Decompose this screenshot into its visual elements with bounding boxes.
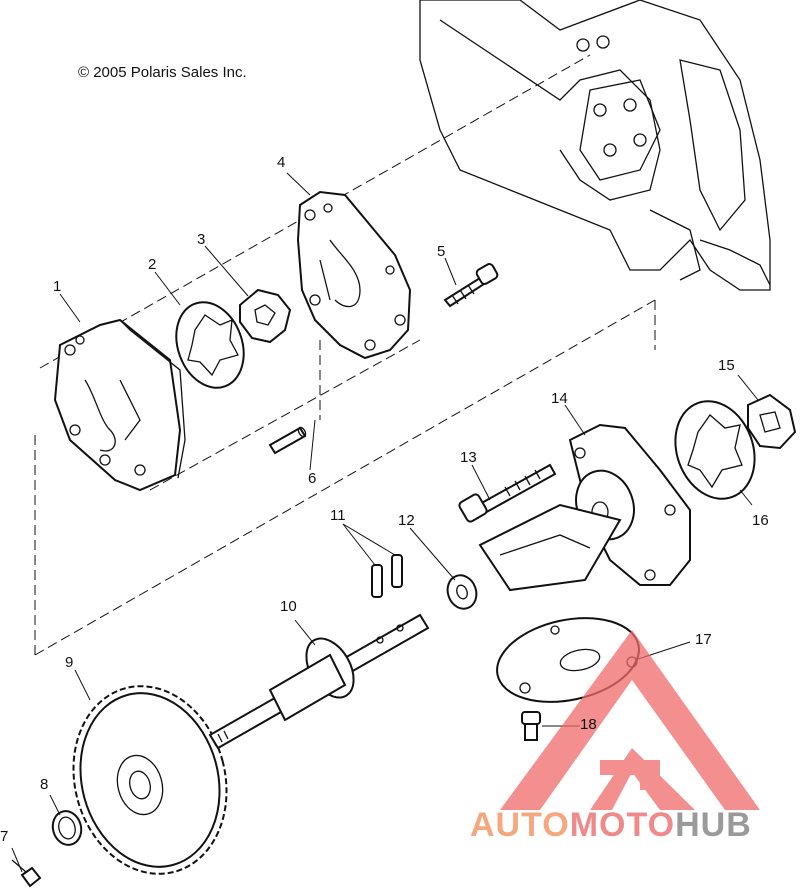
pump-cover-part-14 (478, 423, 691, 592)
callout-10: 10 (280, 598, 297, 615)
engine-case (419, 0, 771, 291)
callout-16: 16 (752, 512, 769, 529)
washer-part-12 (446, 574, 478, 610)
seal-part-8 (51, 810, 83, 846)
inner-rotor-part-3 (239, 288, 292, 344)
callout-18: 18 (580, 716, 597, 733)
callout-6: 6 (308, 470, 317, 487)
small-bolt-part-7 (11, 859, 42, 888)
callout-9: 9 (65, 654, 74, 671)
watermark-moto: MOTO (569, 806, 676, 844)
callout-8: 8 (40, 776, 49, 793)
callout-4: 4 (277, 154, 286, 171)
screw-part-18 (521, 711, 541, 741)
callout-12: 12 (398, 512, 415, 529)
watermark-logo-triangle (500, 630, 760, 810)
callout-13: 13 (460, 449, 477, 466)
inner-rotor-part-15 (747, 393, 797, 450)
watermark-wordmark: AUTOMOTOHUB (470, 806, 752, 845)
copyright-notice: © 2005 Polaris Sales Inc. (78, 64, 247, 81)
callout-17: 17 (695, 631, 712, 648)
shaft-part-10 (208, 613, 430, 750)
callout-5: 5 (437, 243, 446, 260)
bolt-part-5 (443, 263, 499, 308)
pump-housing-part-1 (53, 318, 186, 492)
pins-part-11 (371, 554, 403, 598)
callout-7: 7 (0, 828, 9, 845)
long-bolt-part-13 (458, 463, 557, 523)
callout-14: 14 (551, 390, 568, 407)
gear-part-9 (72, 685, 228, 875)
pump-body-part-4 (296, 190, 412, 360)
callout-2: 2 (148, 256, 157, 273)
outer-rotor-part-16 (674, 400, 756, 500)
watermark-hub: HUB (675, 806, 752, 844)
callout-3: 3 (197, 231, 206, 248)
callout-15: 15 (718, 357, 735, 374)
leader-lines (11, 172, 759, 873)
callout-11: 11 (330, 507, 346, 524)
callout-1: 1 (53, 278, 62, 295)
dowel-pin-part-6 (268, 426, 307, 455)
watermark-auto: AUTO (470, 806, 570, 844)
outer-rotor-part-2 (175, 301, 245, 389)
